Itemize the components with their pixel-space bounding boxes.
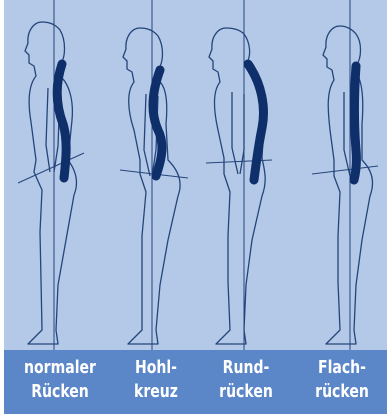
caption-line: kreuz [119,380,194,404]
caption-line: normaler [23,356,98,380]
figure-normal-back [18,0,84,350]
caption-line: Rund- [209,356,284,380]
pelvis-line [18,153,84,183]
caption-hollow-back: Hohl- kreuz [119,356,194,404]
caption-line: rücken [209,380,284,404]
spine [354,66,356,180]
caption-line: Rücken [23,380,98,404]
caption-normal-back: normaler Rücken [23,356,98,404]
figure-flat-back [312,0,378,350]
caption-round-back: Rund- rücken [209,356,284,404]
body-outline [25,22,76,344]
spine [248,64,263,180]
caption-line: Flach- [305,356,380,380]
figure-hollow-back [120,0,188,350]
body-outline [323,26,372,344]
caption-line: Hohl- [119,356,194,380]
caption-flat-back: Flach- rücken [305,356,380,404]
caption-line: rücken [305,380,380,404]
figure-round-back [206,0,272,350]
